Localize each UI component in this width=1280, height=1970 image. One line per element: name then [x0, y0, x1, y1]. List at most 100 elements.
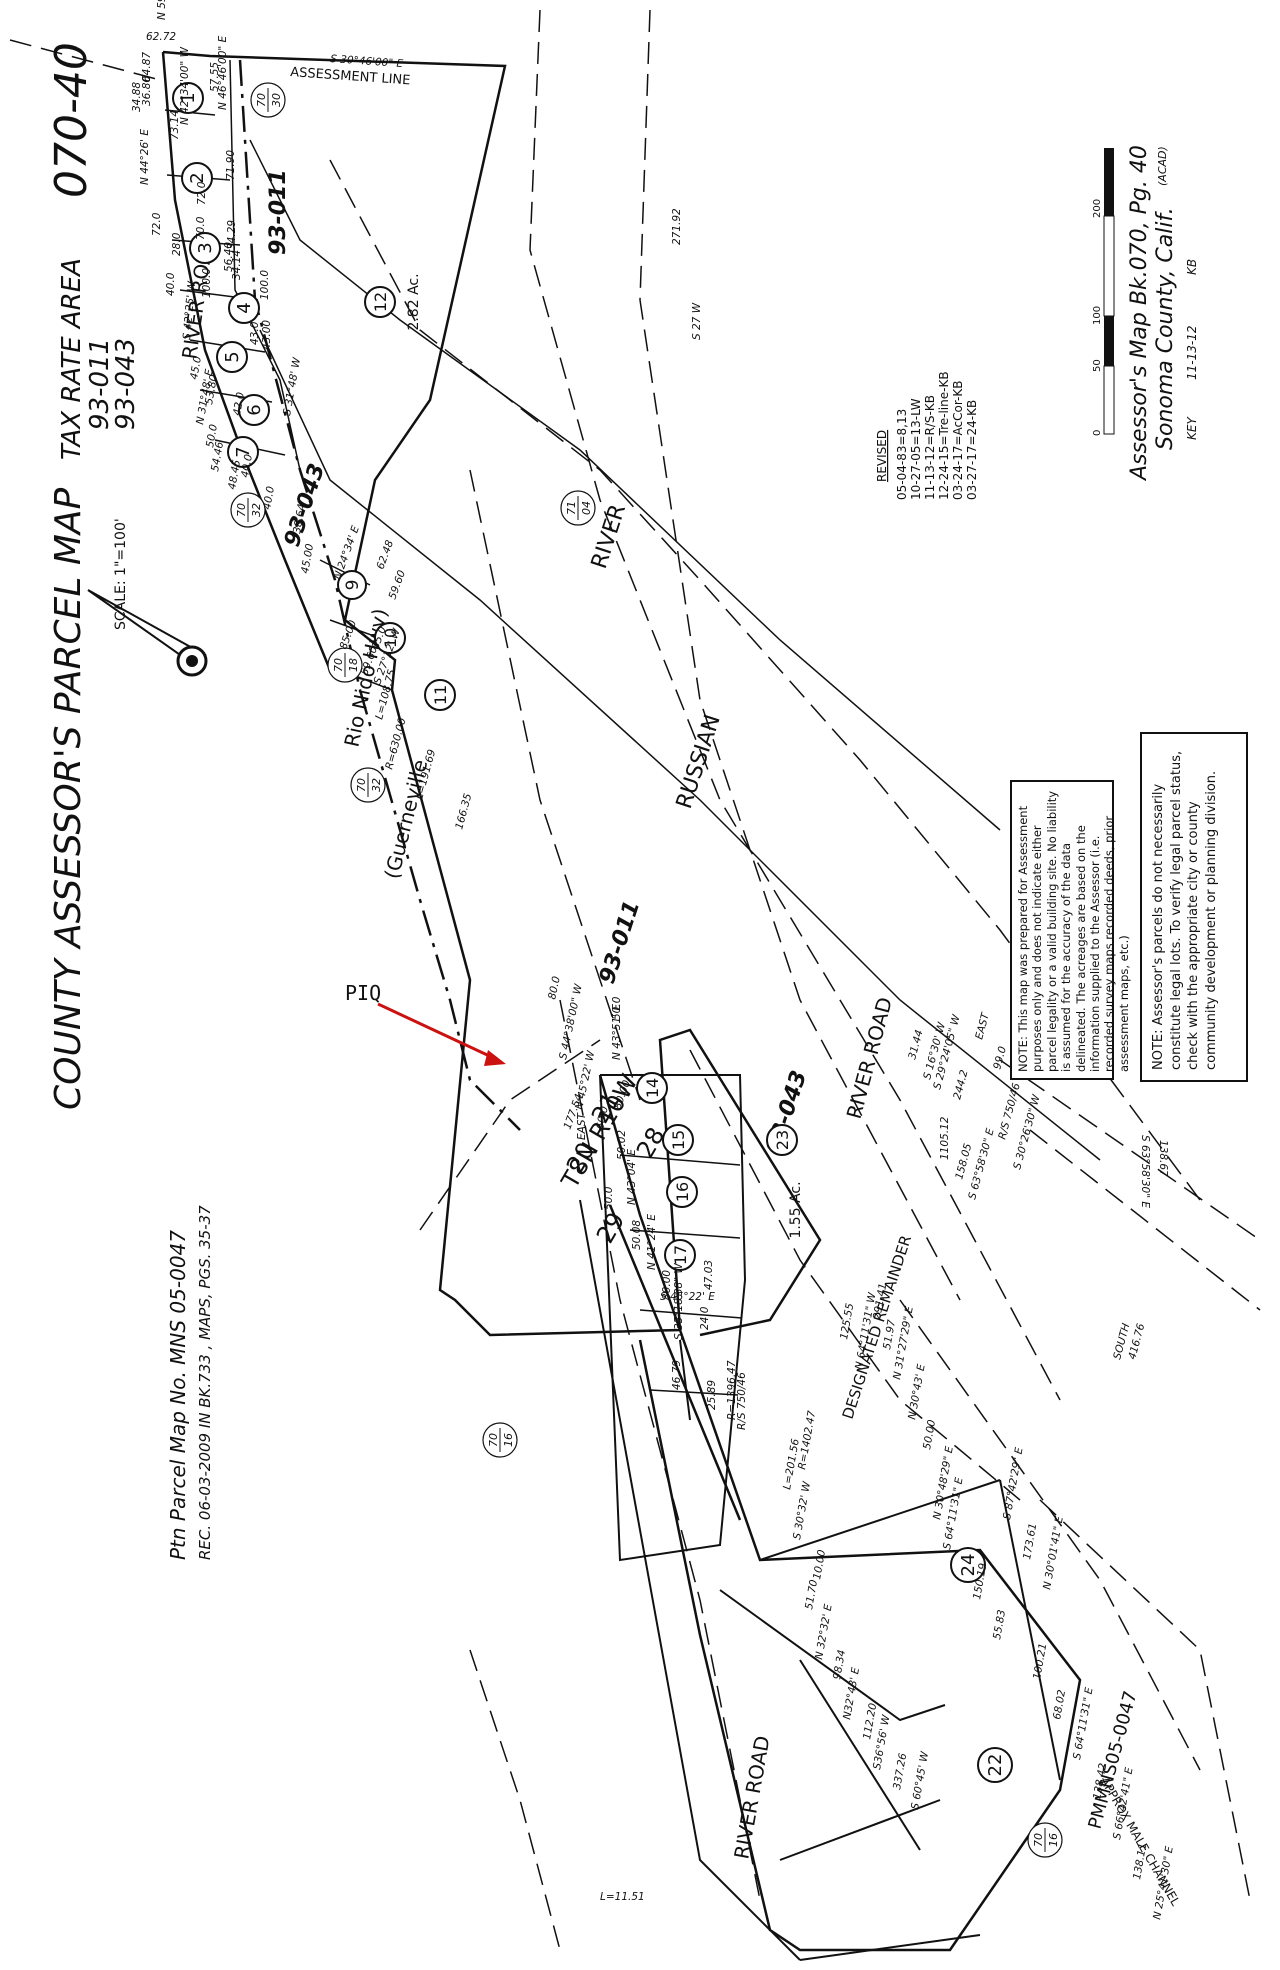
dimension-label: S 45°22' E [660, 1291, 715, 1303]
dimension-label: 43.00 [261, 320, 273, 350]
dimension-label: S 42°25' W [181, 280, 198, 340]
parcel-number: 4 [234, 302, 255, 313]
book-ref-top: 70 [332, 658, 345, 672]
road-labels: RIVER ROAD Rio Nido Hwy) (Guerneville RI… [177, 234, 897, 1861]
dimension-label: 40.0 [239, 453, 255, 478]
parcel-11: 11 [424, 679, 456, 711]
dimension-label: 62.72 [146, 31, 176, 43]
book-ref-top: 70 [255, 93, 268, 107]
revised-entry: 11-13-12=R/S-KB [923, 395, 937, 500]
dimension-label: 56.40 [223, 242, 235, 272]
dimension-label: 25.89 [706, 1380, 718, 1410]
dimension-label: S 87°42'29" E [1001, 1446, 1026, 1520]
dimension-label: S 27 W [691, 302, 703, 340]
book-ref-bottom: 32 [370, 778, 383, 792]
dimension-label: 51.97 [881, 1319, 898, 1351]
scale-legend: 0 50 100 200 Assessor's Map Bk.070, Pg. … [1092, 145, 1199, 482]
dimension-label: 50.08 [631, 1220, 643, 1250]
scale-tick: 50 [1092, 359, 1103, 372]
dimension-label: 42.0 [231, 391, 247, 416]
map-linework [9, 9, 1261, 1961]
dimension-label: 38.64 [291, 503, 308, 535]
book-ref-top: 70 [235, 503, 248, 517]
dimension-label: 50.0 [603, 1186, 615, 1210]
dimension-label: S 35°18'38" W [673, 1263, 685, 1340]
dimension-label: 34.88 [131, 82, 143, 112]
dimension-label: 100.0 [201, 268, 213, 298]
dimension-label: 166.35 [453, 792, 474, 831]
parcel-number: 1 [178, 92, 199, 103]
dimension-label: N 46°46'00" E [217, 35, 229, 110]
dimension-label: R/S 750/46 [996, 1082, 1023, 1141]
dimension-label: 51.70 [803, 1579, 820, 1611]
dimension-label: N 42°34'00" W [179, 46, 191, 125]
dimension-label: R=1396.47 [726, 1360, 738, 1420]
revised-entry: 12-24-15=Tre-line-KB [937, 371, 951, 500]
parcel-22: 22 [977, 1747, 1013, 1783]
dimension-label: 80.0 [546, 975, 563, 1001]
dimension-label: 28.0 [171, 232, 183, 256]
parcel-number: 24 [958, 1554, 979, 1577]
dimension-label: 34.14 [231, 250, 243, 280]
dimension-label: R/S 750/46 [736, 1372, 748, 1430]
dimension-label: N 30°43' E [906, 1363, 928, 1421]
dimension-label: 50.0 [611, 996, 623, 1020]
dimension-label: N 31°27'29" E [891, 1305, 916, 1381]
book-ref-bottom: 30 [270, 93, 283, 107]
dimension-label: 72.0 [196, 181, 208, 205]
dimension-label: 10.00 [811, 1549, 828, 1581]
legend-county: Sonoma County, Calif. [1153, 207, 1178, 450]
parcel-14: 14 [636, 1072, 668, 1104]
parcel-number: 11 [431, 685, 450, 705]
revised-entry: 03-27-17=24-KB [965, 400, 979, 500]
parcel-number: 10 [381, 628, 400, 648]
parcel-number: 5 [222, 351, 243, 362]
dimension-label: 45.0 [188, 355, 204, 380]
dimension-label: 40.0 [261, 485, 277, 510]
parcel-number: 3 [195, 242, 216, 253]
parcel-24: 24 [950, 1547, 986, 1583]
dimension-label: 64.87 [141, 52, 153, 82]
scale-tick: 0 [1092, 430, 1103, 436]
parcel-23: 231.55 Ac. [766, 1124, 804, 1239]
dimension-label: 24.0 [699, 1306, 711, 1330]
parcel-2: 2 [181, 162, 213, 194]
tra-zone-label: 93-011 [266, 169, 291, 255]
channel-label: APPROX MALE CHANNEL [1097, 1775, 1182, 1909]
note-disclaimer-text: NOTE: This map was prepared for Assessme… [1016, 790, 1131, 1072]
parcel-10: 10 [374, 622, 406, 654]
dimension-label: S 31°48' W [281, 356, 303, 416]
parcel-number: 9 [343, 580, 363, 591]
revised-block: REVISED 05-04-83=8,13 10-27-05=13-LW 11-… [875, 371, 979, 500]
parcel-number: 7 [233, 446, 254, 457]
dimension-label: 71.90 [225, 150, 237, 180]
parcel-map-reference: Ptn Parcel Map No. MNS 05-0047 [166, 1230, 190, 1560]
dimension-label: S 60°45' W [909, 1750, 931, 1810]
piq-label: PIQ [345, 981, 381, 1005]
dimension-label: 57.55 [209, 62, 221, 92]
parcel-7: 7 [227, 436, 259, 468]
book-ref-top: 71 [565, 501, 578, 515]
scale-bar-segment [1104, 148, 1114, 216]
dimension-label: 70.0 [195, 216, 207, 240]
note-box-legal-lots: NOTE: Assessor's parcels do not necessar… [1140, 732, 1248, 1082]
book-ref-bottom: 32 [250, 503, 263, 517]
dimension-label: N 59°14' E [156, 0, 168, 20]
tax-rate-area-code-1: 93-011 [85, 338, 115, 430]
scale-tick: 200 [1092, 199, 1103, 218]
dimension-label: N32°43' E [841, 1666, 862, 1720]
dimension-label: L=11.51 [600, 1891, 645, 1903]
book-ref-bottom: 04 [580, 501, 593, 515]
legend-key-label: KEY [1185, 416, 1199, 440]
dimension-label: EAST [973, 1010, 992, 1041]
dimension-label: N 32°32' E [813, 1603, 835, 1661]
dimension-label: 59.60 [387, 568, 409, 601]
